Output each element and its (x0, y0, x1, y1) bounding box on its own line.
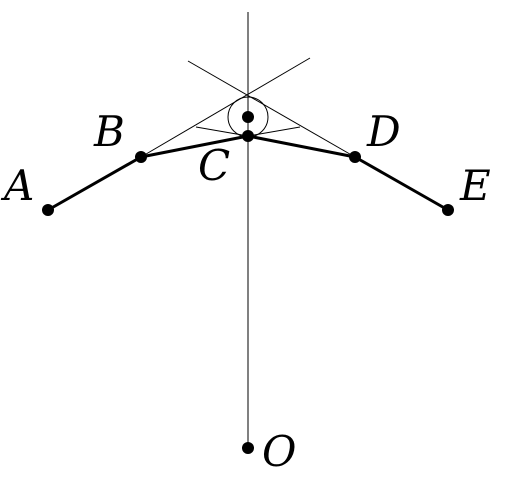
point-b (135, 151, 147, 163)
construction-line-b (140, 57, 311, 158)
label-a: A (0, 161, 34, 210)
construction-line-cb (195, 126, 249, 137)
label-d: D (366, 107, 401, 156)
label-e: E (459, 161, 491, 210)
label-b: B (93, 107, 125, 156)
point-d (349, 151, 361, 163)
points (42, 111, 454, 454)
point-c (242, 130, 254, 142)
point-a (42, 204, 54, 216)
label-c: C (198, 141, 230, 190)
construction-lines (140, 12, 356, 448)
point-o (242, 442, 254, 454)
construction-line-cd (247, 126, 301, 137)
label-o: O (262, 427, 296, 476)
construction-line-d (187, 60, 356, 158)
point-center (242, 111, 254, 123)
point-e (442, 204, 454, 216)
